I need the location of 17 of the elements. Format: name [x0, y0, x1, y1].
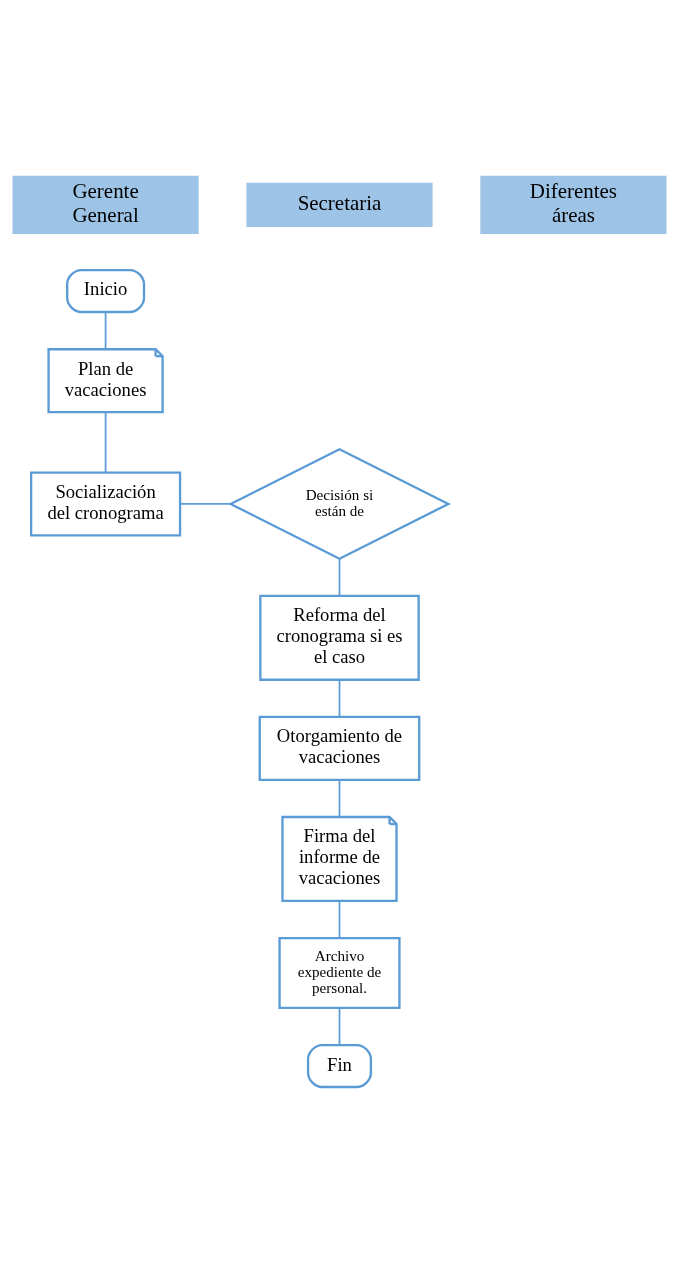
node-box: Inicio	[65, 268, 145, 313]
connector	[179, 502, 231, 505]
connector	[338, 557, 340, 596]
connector	[338, 678, 340, 718]
label: Gerente General	[71, 178, 139, 227]
connector	[338, 899, 340, 939]
node-box: Otorgamiento de vacaciones	[258, 715, 420, 781]
connector	[104, 410, 106, 473]
label: Secretaria	[297, 190, 381, 215]
node-box: Reforma del cronograma si es el caso	[258, 594, 420, 681]
label: Diferentes áreas	[529, 178, 617, 227]
connector	[338, 778, 340, 818]
node-box: Archivo expediente de personal.	[277, 936, 401, 1009]
node-box: Fin	[306, 1043, 372, 1088]
node-box: Socialización del cronograma	[29, 470, 181, 537]
connector	[104, 310, 106, 350]
connector	[338, 1006, 340, 1046]
